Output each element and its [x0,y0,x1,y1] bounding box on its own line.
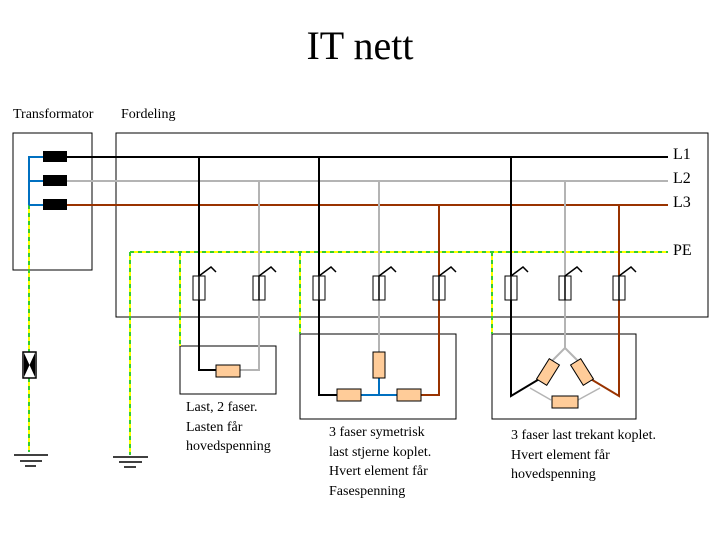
fuse-switch-icon [192,266,217,301]
fuses [192,266,637,301]
transformer-neutral [28,156,43,206]
fuse-switch-icon [558,266,583,301]
fuse-switch-icon [432,266,457,301]
caption-delta-load: 3 faser last trekant koplet. Hvert eleme… [511,428,657,482]
branch-wires [198,157,620,398]
label-transformer: Transformator [13,107,94,122]
resistor-star-l1 [336,388,362,402]
caption-two-phase-load: Last, 2 faser. Lasten får hovedspenning [186,400,271,454]
resistor-star-l3 [396,388,422,402]
resistor-delta-bottom [551,395,579,409]
label-pe: PE [673,242,692,259]
transformer-winding-l3 [43,199,67,210]
caption-star-load: 3 faser symetrisk last stjerne koplet. H… [329,425,432,499]
transformer-box [12,132,93,271]
distribution-box [115,132,709,318]
load-box-two-phase [179,345,277,395]
load-elements [215,351,595,409]
star-neutral [361,378,397,396]
fuse-switch-icon [504,266,529,301]
fuse-switch-icon [312,266,337,301]
earth-symbol-icon [113,456,148,468]
transformer-winding-l2 [43,175,67,186]
resistor-star-l2 [372,351,386,379]
resistor-delta-left [535,357,561,387]
label-l2: L2 [673,170,691,187]
label-l3: L3 [673,194,691,211]
fuse-switch-icon [372,266,397,301]
overvoltage-protector-icon [22,351,37,379]
delta-wiring [529,387,601,401]
fuse-switch-icon [612,266,637,301]
resistor-two-phase [215,364,241,378]
earth-symbol-icon [14,454,48,467]
resistor-delta-right [569,357,595,387]
page-title: IT nett [306,23,414,68]
label-l1: L1 [673,146,691,163]
pe-conductor [28,205,668,455]
label-distribution: Fordeling [121,107,176,122]
transformer-winding-l1 [43,151,67,162]
fuse-switch-icon [252,266,277,301]
